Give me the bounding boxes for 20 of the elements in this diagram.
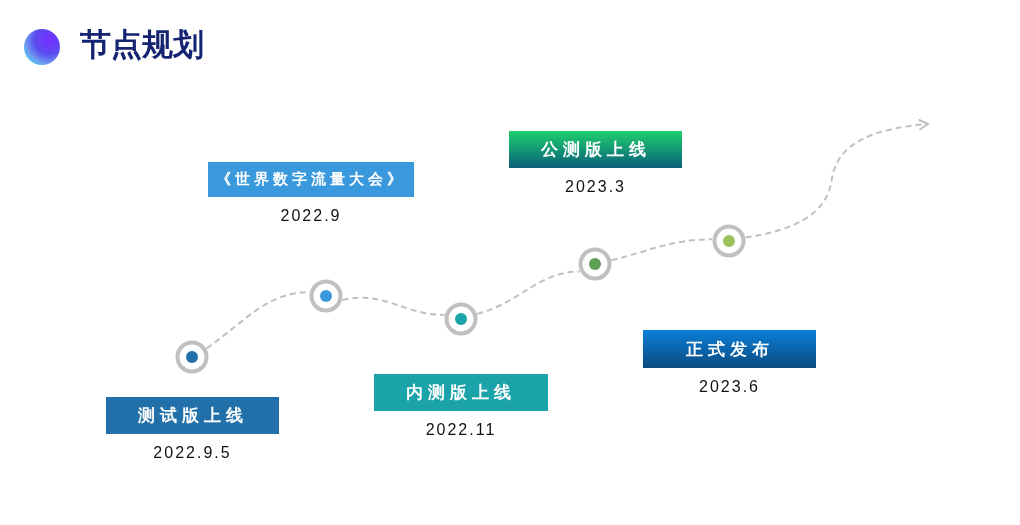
- date-label: 2022.9: [279, 207, 343, 225]
- page-title: 节点规划: [80, 25, 204, 64]
- milestone-title: 《世界数字流量大会》: [216, 170, 406, 189]
- dashed-connector: [610, 238, 714, 262]
- date-label: 2022.11: [424, 421, 498, 439]
- date-label: 2022.9.5: [152, 444, 233, 462]
- milestone-title: 测试版上线: [137, 404, 248, 427]
- milestone-box: [106, 397, 279, 434]
- milestone-title: 内测版上线: [406, 381, 516, 404]
- milestone-title: 公测版上线: [540, 138, 651, 161]
- dashed-arrow: [744, 118, 929, 239]
- milestone-title: 正式发布: [685, 337, 774, 361]
- milestone-box: [643, 330, 816, 368]
- milestone-box: [509, 131, 682, 168]
- milestone-box: [208, 162, 414, 197]
- milestone-box: [374, 374, 548, 411]
- date-label: 2023.6: [698, 378, 761, 396]
- date-label: 2023.3: [564, 178, 627, 196]
- dashed-connector: [341, 296, 446, 316]
- dashed-connector: [476, 270, 581, 315]
